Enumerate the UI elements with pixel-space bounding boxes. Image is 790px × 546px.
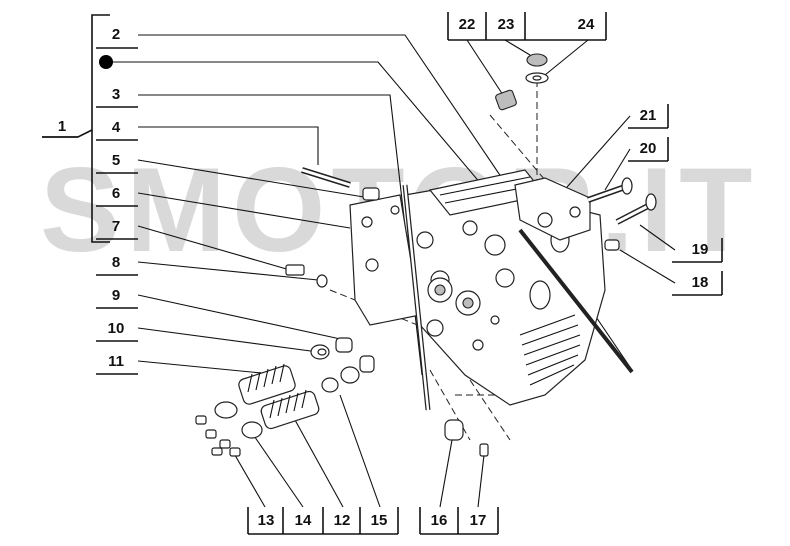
plugs xyxy=(444,419,489,457)
rocker-bracket xyxy=(514,177,591,241)
stud-4 xyxy=(301,167,351,188)
callout-24: 24 xyxy=(577,16,595,33)
bullet-dot xyxy=(99,55,113,69)
callout-15: 15 xyxy=(370,512,388,529)
long-stud xyxy=(518,228,634,374)
callout-11: 11 xyxy=(108,353,124,370)
callout-22: 22 xyxy=(458,16,476,33)
callout-18: 18 xyxy=(691,274,709,291)
callout-13: 13 xyxy=(257,512,275,529)
bolts-right xyxy=(587,177,657,251)
callout-4: 4 xyxy=(111,119,121,136)
callout-16: 16 xyxy=(430,512,448,529)
leader-lines xyxy=(108,34,676,508)
callout-20: 20 xyxy=(639,140,657,157)
dowel-5 xyxy=(362,187,380,201)
callout-9: 9 xyxy=(111,287,121,304)
callout-5: 5 xyxy=(111,152,121,169)
top-fasteners xyxy=(495,53,549,111)
callout-6: 6 xyxy=(111,185,121,202)
callout-19: 19 xyxy=(691,241,709,258)
callout-2: 2 xyxy=(111,26,121,43)
callout-8: 8 xyxy=(111,254,121,271)
callout-21: 21 xyxy=(639,107,657,124)
callout-10: 10 xyxy=(107,320,125,337)
callout-14: 14 xyxy=(294,512,312,529)
callout-23: 23 xyxy=(497,16,515,33)
small-stud-7 xyxy=(285,264,328,288)
callout-7: 7 xyxy=(111,218,121,235)
callout-3: 3 xyxy=(111,86,121,103)
valve-parts xyxy=(195,337,375,457)
callout-12: 12 xyxy=(333,512,351,529)
cooling-fins xyxy=(519,314,581,386)
push-rod xyxy=(402,184,431,411)
callout-17: 17 xyxy=(469,512,487,529)
callout-1: 1 xyxy=(57,118,67,135)
gasket xyxy=(349,194,421,326)
callout-shelves xyxy=(42,12,723,535)
